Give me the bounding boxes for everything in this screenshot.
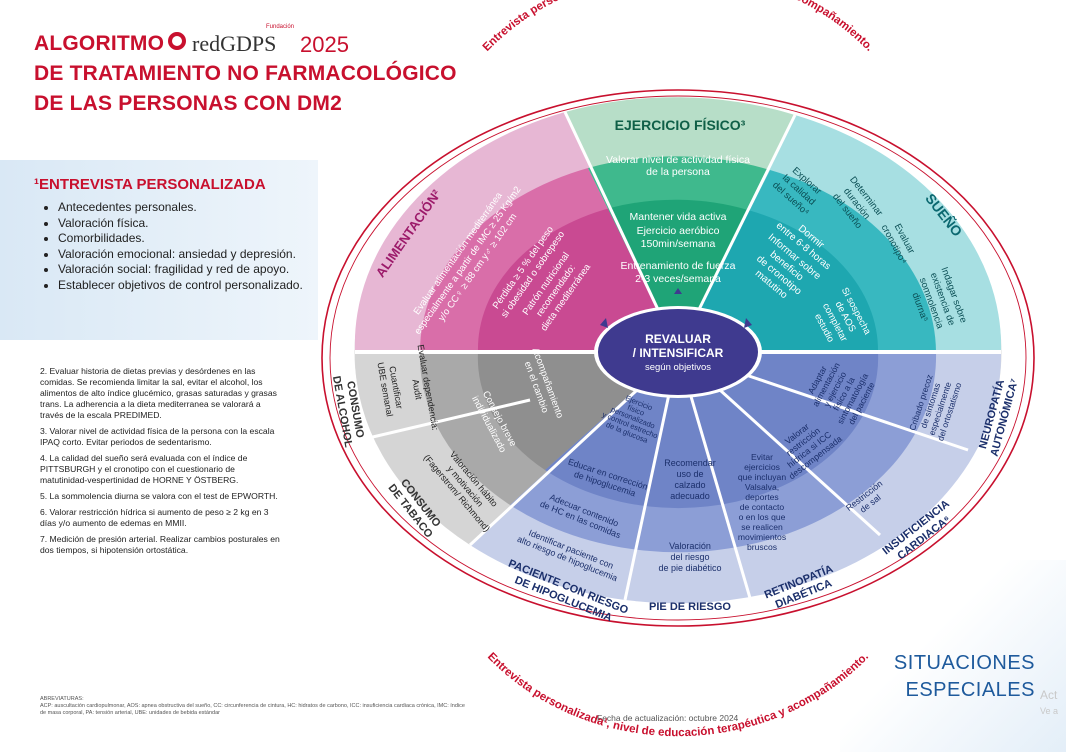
situaciones-line-1: SITUACIONES xyxy=(893,652,1035,674)
ejercicio-text: de la persona xyxy=(646,166,710,178)
sector-ejercicio-inner xyxy=(610,199,748,352)
entrevista-list: Antecedentes personales. Valoración físi… xyxy=(40,200,323,293)
ejercicio-text: 150min/semana xyxy=(641,238,716,250)
center-line-2: / INTENSIFICAR xyxy=(633,346,724,360)
pie-line: uso de xyxy=(676,469,703,479)
sueno-text-a: Explorar la calidad del sueño⁴ xyxy=(770,165,823,218)
retinopatia-line: o en los que xyxy=(739,512,786,522)
ring-text-top: Entrevista personalizada¹, nivel de educ… xyxy=(481,0,876,54)
center-line-1: REVALUAR xyxy=(645,332,711,346)
orbit-ring xyxy=(329,95,1027,621)
footnote: 3. Valorar nivel de actividad física de … xyxy=(40,426,275,447)
ejercicio-text: Ejercicio aeróbico xyxy=(637,225,720,237)
pie-line: calzado xyxy=(674,480,705,490)
retinopatia-line: Evitar xyxy=(751,452,773,462)
alcohol-line: Audit xyxy=(410,378,423,400)
arrow-up-icon xyxy=(674,288,682,294)
retinopatia-line: movimientos xyxy=(738,532,786,542)
ejercicio-text: 2-3 veces/semana xyxy=(635,273,721,285)
abbreviations: ABREVIATURAS: ACP: auscultación cardiopu… xyxy=(40,696,470,717)
ejercicio-text: Mantener vida activa xyxy=(630,211,727,223)
abbreviations-text: ACP: auscultación cardiopulmonar, AOS: a… xyxy=(40,703,465,716)
retinopatia-line: deportes xyxy=(745,492,778,502)
title-prefix: ALGORITMO xyxy=(34,32,165,55)
activation-watermark-sub: Ve a xyxy=(1040,706,1059,716)
footnote: 4. La calidad del sueño será evaluada co… xyxy=(40,453,248,485)
title-line-3: DE LAS PERSONAS CON DM2 xyxy=(34,92,342,115)
retinopatia-line: bruscos xyxy=(747,542,777,552)
footnote: 7. Medición de presión arterial. Realiza… xyxy=(40,534,280,555)
brand-foundation-label: Fundación xyxy=(266,24,295,30)
retinopatia-line: Valsalva, xyxy=(745,482,779,492)
pie-line: adecuado xyxy=(670,491,710,501)
list-item: Antecedentes personales. xyxy=(58,200,323,216)
arrow-upright-icon xyxy=(744,318,752,328)
retinopatia-line: ejercicios xyxy=(744,462,780,472)
footnote: 6. Valorar restricción hídrica si aument… xyxy=(40,507,269,528)
activation-watermark: Act xyxy=(1040,688,1058,702)
center-line-3: según objetivos xyxy=(645,362,711,373)
situaciones-line-2: ESPECIALES xyxy=(905,679,1035,701)
pie-text-a: Recomendar uso de calzado adecuado xyxy=(664,458,716,501)
list-item: Valoración social: fragilidad y red de a… xyxy=(58,262,323,278)
pie-text-b: Valoración del riesgo de pie diabético xyxy=(658,541,721,573)
pie-line: del riesgo xyxy=(670,552,709,562)
retinopatia-line: de contacto xyxy=(740,502,785,512)
orbit-ring xyxy=(321,89,1035,627)
update-date: Fecha de actualización: octubre 2024 xyxy=(597,713,739,723)
title-line-2: DE TRATAMIENTO NO FARMACOLÓGICO xyxy=(34,62,457,85)
retinopatia-line: se realicen xyxy=(741,522,783,532)
arrow-upleft-icon xyxy=(600,318,608,328)
brand-name: redGDPS xyxy=(192,31,277,56)
footnotes: 2. Evaluar historia de dietas previas y … xyxy=(40,366,280,561)
list-item: Valoración física. xyxy=(58,216,323,232)
entrevista-title: ¹ENTREVISTA PERSONALIZADA xyxy=(34,176,266,193)
pie-title: PIE DE RIESGO xyxy=(649,601,731,613)
ejercicio-text: Entrenamiento de fuerza xyxy=(621,260,736,272)
abbreviations-title: ABREVIATURAS: xyxy=(40,696,84,702)
title-year: 2025 xyxy=(300,32,349,57)
footnote: 2. Evaluar historia de dietas previas y … xyxy=(40,366,277,420)
ejercicio-title: EJERCICIO FÍSICO³ xyxy=(615,117,746,133)
retinopatia-line: que incluyan xyxy=(738,472,786,482)
list-item: Comorbilidades. xyxy=(58,231,323,247)
ejercicio-text: Valorar nivel de actividad física xyxy=(606,154,750,166)
list-item: Valoración emocional: ansiedad y depresi… xyxy=(58,247,323,263)
entrevista-panel: ¹ENTREVISTA PERSONALIZADA Antecedentes p… xyxy=(0,160,318,340)
ring-text-bottom: Entrevista personalizada¹, nivel de educ… xyxy=(485,651,871,740)
sector-divider xyxy=(359,398,531,442)
list-item: Establecer objetivos de control personal… xyxy=(58,278,323,294)
footnote: 5. La sommolencia diurna se valora con e… xyxy=(40,491,278,501)
pie-line: Recomendar xyxy=(664,458,716,468)
pie-line: de pie diabético xyxy=(658,563,721,573)
corner-gradient xyxy=(840,560,1066,752)
redgdps-logo-icon xyxy=(168,32,186,50)
retinopatia-text: Evitar ejercicios que incluyan Valsalva,… xyxy=(738,452,786,552)
center-hub[interactable] xyxy=(598,309,758,395)
situaciones-especiales-label: SITUACIONES ESPECIALES xyxy=(885,650,1035,704)
pie-line: Valoración xyxy=(669,541,711,551)
